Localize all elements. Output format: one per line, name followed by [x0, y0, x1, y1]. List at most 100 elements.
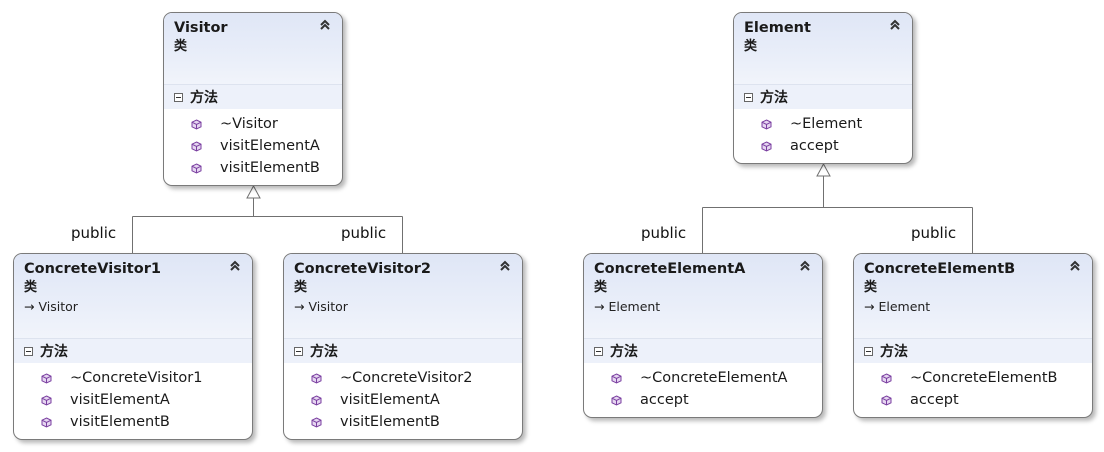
method-name: visitElementB	[70, 414, 170, 430]
methods-section-title: 方法	[760, 90, 788, 106]
method-item[interactable]: visitElementB	[164, 157, 342, 179]
method-cube-icon	[191, 118, 202, 130]
method-name: visitElementA	[70, 392, 170, 408]
class-box-concrete-visitor1[interactable]: ConcreteVisitor1 类 → Visitor 方法 ~Concret…	[13, 253, 253, 440]
method-name: visitElementB	[220, 160, 320, 176]
class-header: Visitor 类	[164, 13, 342, 84]
base-class-name: Visitor	[308, 299, 348, 314]
base-class-name: Visitor	[38, 299, 78, 314]
method-cube-icon	[611, 372, 622, 384]
collapse-section-minus-icon[interactable]	[864, 346, 873, 356]
double-chevron-up-icon[interactable]	[888, 18, 902, 32]
method-item[interactable]: ~Element	[734, 113, 912, 135]
class-kind: 类	[594, 280, 608, 295]
method-name: ~Visitor	[220, 116, 278, 132]
class-header: ConcreteVisitor2 类 → Visitor	[284, 254, 522, 338]
methods-section-header[interactable]: 方法	[854, 338, 1092, 363]
class-name: Element	[744, 20, 811, 36]
class-box-concrete-element-b[interactable]: ConcreteElementB 类 → Element 方法 ~Concret…	[853, 253, 1093, 418]
method-item[interactable]: ~Visitor	[164, 113, 342, 135]
method-list: ~Element accept	[734, 109, 912, 161]
method-item[interactable]: visitElementB	[14, 411, 252, 433]
method-cube-icon	[41, 416, 52, 428]
methods-section-header[interactable]: 方法	[164, 84, 342, 109]
method-item[interactable]: visitElementA	[164, 135, 342, 157]
class-kind: 类	[174, 39, 188, 54]
method-name: accept	[790, 138, 839, 154]
double-chevron-up-icon[interactable]	[228, 259, 242, 273]
collapse-section-minus-icon[interactable]	[24, 346, 33, 356]
method-item[interactable]: visitElementA	[284, 389, 522, 411]
double-chevron-up-icon[interactable]	[798, 259, 812, 273]
base-class-name: Element	[608, 299, 661, 314]
method-item[interactable]: accept	[734, 135, 912, 157]
method-cube-icon	[761, 118, 772, 130]
method-list: ~ConcreteVisitor2 visitElementA visitEle…	[284, 363, 522, 437]
class-name: ConcreteElementA	[594, 261, 746, 277]
method-name: ~ConcreteVisitor1	[70, 370, 203, 386]
double-chevron-up-icon[interactable]	[498, 259, 512, 273]
class-header: Element 类	[734, 13, 912, 84]
base-class-line: → Element	[864, 297, 1082, 317]
collapse-section-minus-icon[interactable]	[174, 92, 183, 102]
method-item[interactable]: ~ConcreteVisitor2	[284, 367, 522, 389]
method-item[interactable]: ~ConcreteVisitor1	[14, 367, 252, 389]
methods-section-header[interactable]: 方法	[284, 338, 522, 363]
method-name: visitElementB	[340, 414, 440, 430]
method-item[interactable]: ~ConcreteElementA	[584, 367, 822, 389]
method-item[interactable]: ~ConcreteElementB	[854, 367, 1092, 389]
methods-section-title: 方法	[610, 344, 638, 360]
method-item[interactable]: accept	[584, 389, 822, 411]
method-name: visitElementA	[220, 138, 320, 154]
methods-section-header[interactable]: 方法	[734, 84, 912, 109]
methods-section-title: 方法	[880, 344, 908, 360]
double-chevron-up-icon[interactable]	[318, 18, 332, 32]
method-cube-icon	[311, 372, 322, 384]
class-kind: 类	[24, 280, 38, 295]
class-name: Visitor	[174, 20, 228, 36]
method-name: ~ConcreteVisitor2	[340, 370, 473, 386]
methods-section-header[interactable]: 方法	[584, 338, 822, 363]
method-name: visitElementA	[340, 392, 440, 408]
relation-label-concrete-element-b: public	[911, 224, 957, 242]
class-header: ConcreteVisitor1 类 → Visitor	[14, 254, 252, 338]
base-class-line: → Visitor	[294, 297, 512, 317]
method-cube-icon	[881, 372, 892, 384]
class-kind: 类	[864, 280, 878, 295]
collapse-section-minus-icon[interactable]	[294, 346, 303, 356]
method-list: ~ConcreteElementB accept	[854, 363, 1092, 415]
class-kind: 类	[744, 39, 758, 54]
methods-section-title: 方法	[310, 344, 338, 360]
class-name: ConcreteElementB	[864, 261, 1016, 277]
method-item[interactable]: accept	[854, 389, 1092, 411]
class-box-visitor[interactable]: Visitor 类 方法 ~Visitor visitElementA visi…	[163, 12, 343, 186]
double-chevron-up-icon[interactable]	[1068, 259, 1082, 273]
relation-label-concrete-visitor1: public	[71, 224, 117, 242]
collapse-section-minus-icon[interactable]	[744, 92, 753, 102]
methods-section-header[interactable]: 方法	[14, 338, 252, 363]
method-cube-icon	[611, 394, 622, 406]
method-list: ~Visitor visitElementA visitElementB	[164, 109, 342, 183]
method-name: accept	[910, 392, 959, 408]
inherits-arrow-icon: →	[294, 299, 309, 314]
methods-section-title: 方法	[40, 344, 68, 360]
collapse-section-minus-icon[interactable]	[594, 346, 603, 356]
method-name: ~ConcreteElementA	[640, 370, 788, 386]
method-cube-icon	[41, 372, 52, 384]
base-class-line: → Element	[594, 297, 812, 317]
class-box-concrete-visitor2[interactable]: ConcreteVisitor2 类 → Visitor 方法 ~Concret…	[283, 253, 523, 440]
inherits-arrow-icon: →	[24, 299, 39, 314]
base-class-name: Element	[878, 299, 931, 314]
method-item[interactable]: visitElementA	[14, 389, 252, 411]
relation-label-concrete-visitor2: public	[341, 224, 387, 242]
inheritance-arrowhead-element	[816, 162, 831, 177]
class-name: ConcreteVisitor1	[24, 261, 161, 277]
method-item[interactable]: visitElementB	[284, 411, 522, 433]
method-list: ~ConcreteVisitor1 visitElementA visitEle…	[14, 363, 252, 437]
relation-label-concrete-element-a: public	[641, 224, 687, 242]
class-box-concrete-element-a[interactable]: ConcreteElementA 类 → Element 方法 ~Concret…	[583, 253, 823, 418]
inherits-arrow-icon: →	[864, 299, 879, 314]
class-name: ConcreteVisitor2	[294, 261, 431, 277]
class-box-element[interactable]: Element 类 方法 ~Element accept	[733, 12, 913, 164]
method-cube-icon	[191, 162, 202, 174]
